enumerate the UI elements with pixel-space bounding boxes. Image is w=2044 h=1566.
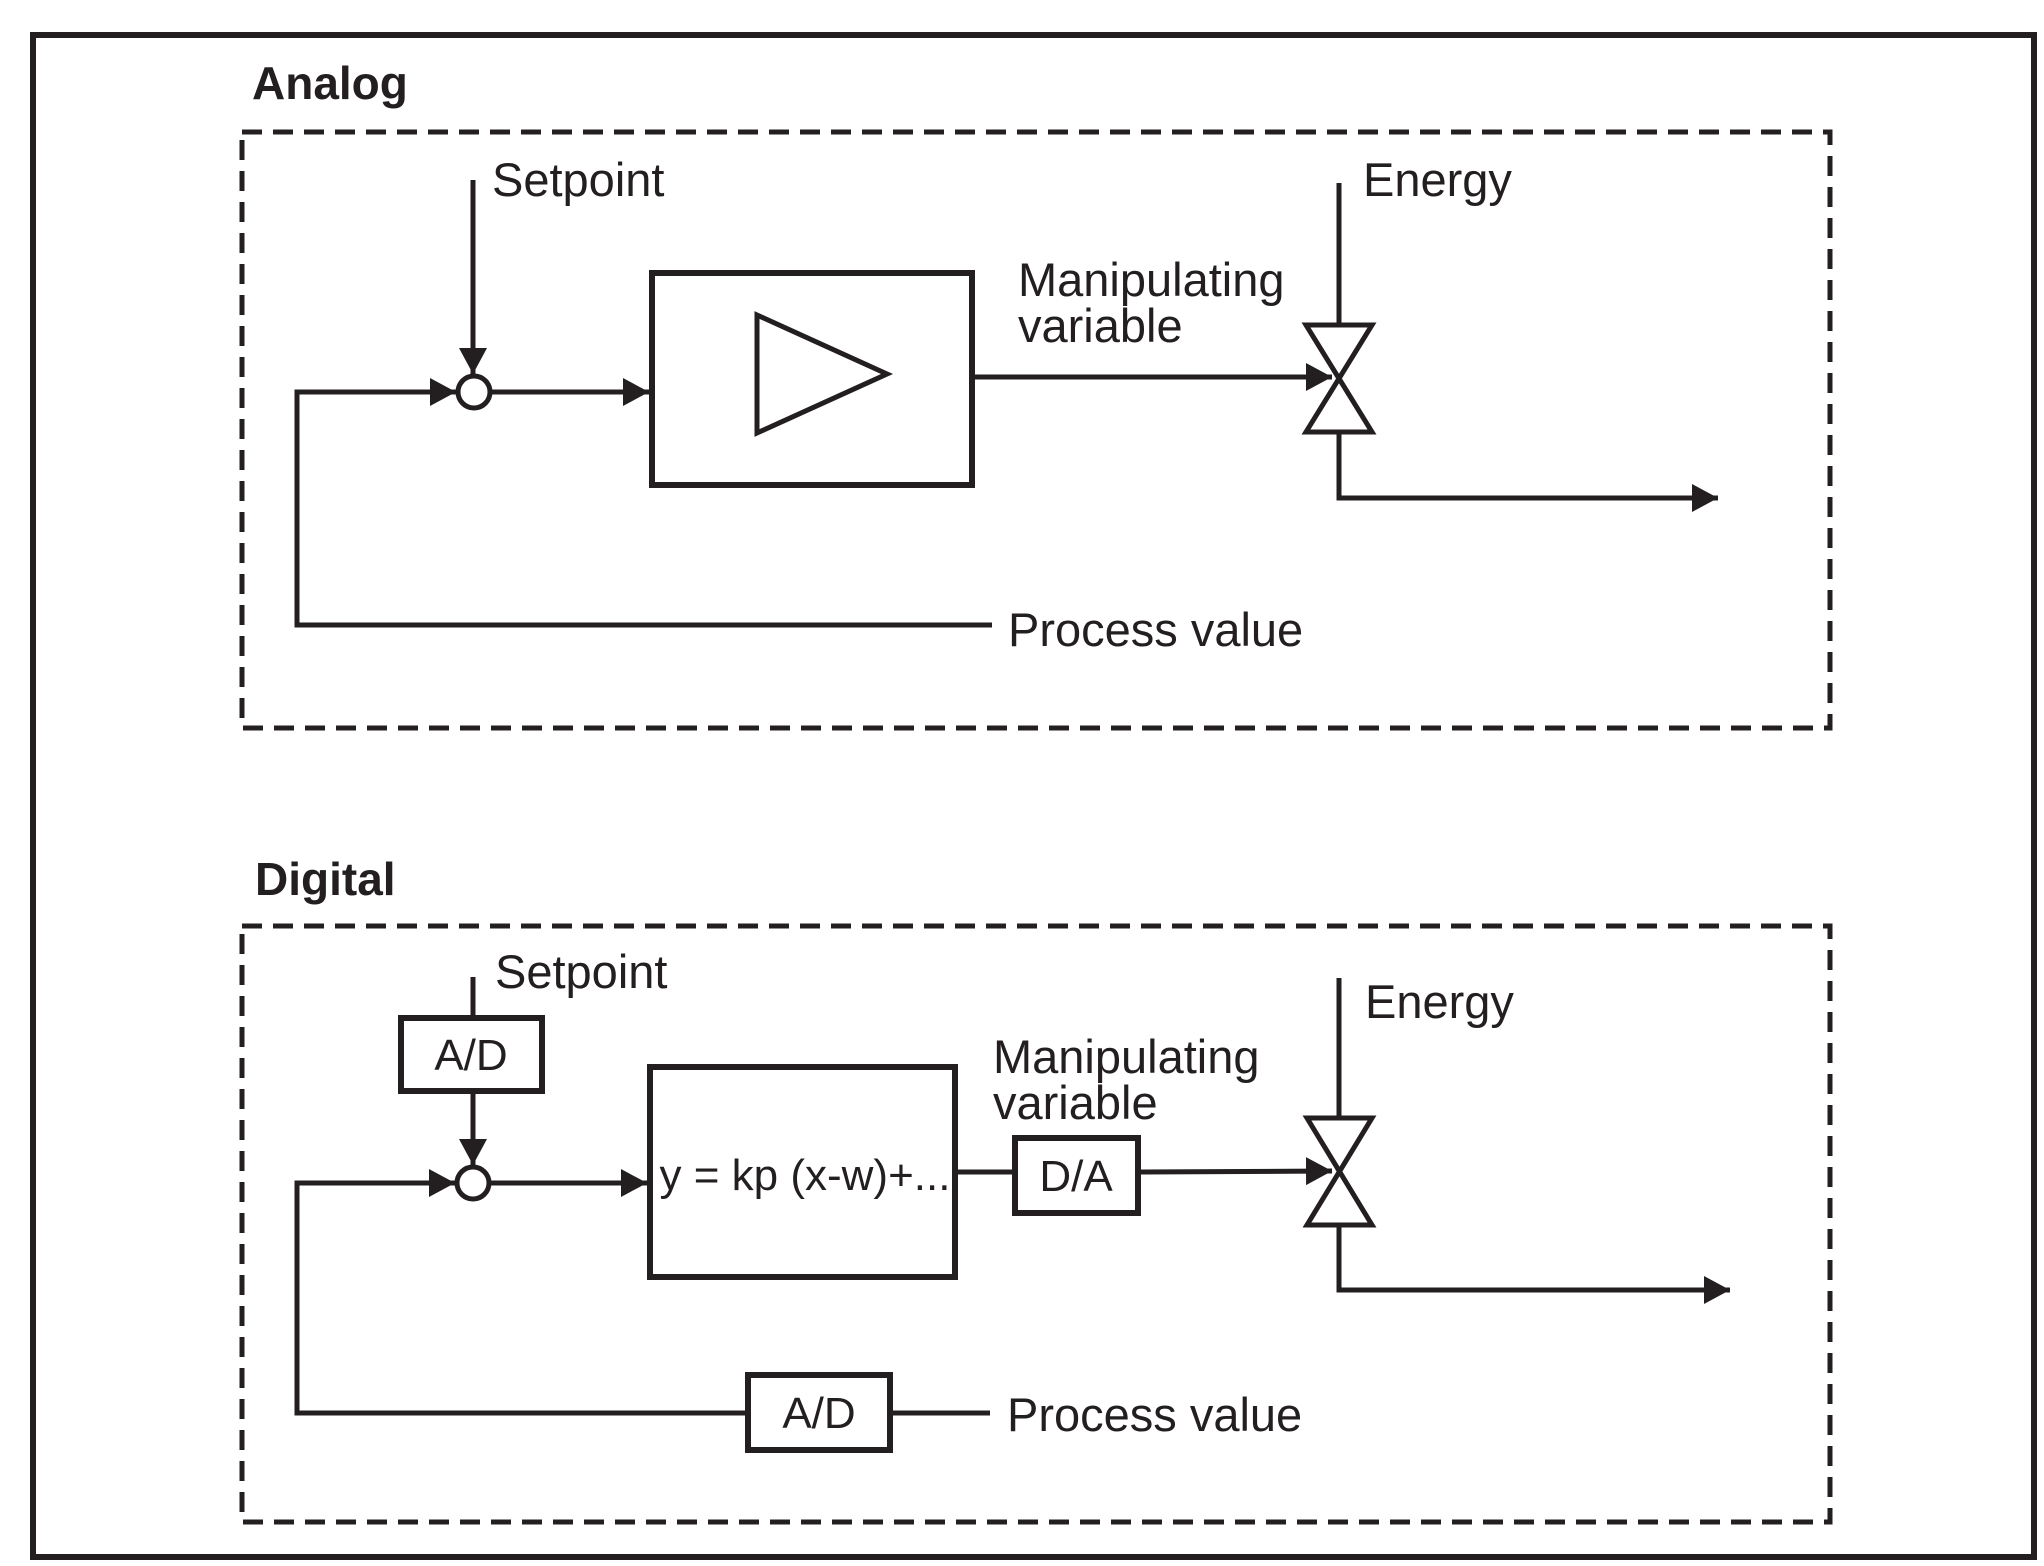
analog-process-value-label: Process value <box>1008 603 1303 656</box>
digital-diagram: Digital Setpoint A/D A/D Process value y… <box>239 853 1833 1525</box>
digital-title: Digital <box>255 853 396 905</box>
digital-boundary-box <box>239 923 1833 1525</box>
amplifier-triangle-icon <box>754 311 894 437</box>
digital-feedback-line <box>294 1169 990 1416</box>
analog-diagram: Analog Setpoint Process value Manipulati… <box>239 57 1833 731</box>
analog-boundary-box <box>239 129 1833 731</box>
analog-setpoint-label: Setpoint <box>492 153 664 206</box>
analog-output-arrow <box>1336 432 1718 512</box>
da-converter-box <box>1012 1135 1141 1216</box>
ad-converter-top-box <box>398 1015 545 1094</box>
ad-converter-feedback-box <box>745 1372 893 1453</box>
analog-feedback-line <box>294 378 992 628</box>
digital-manipulating-variable-arrow <box>1137 1157 1333 1186</box>
controller-formula-label: y = kp (x-w)+... <box>660 1151 951 1200</box>
analog-valve-icon <box>1301 322 1377 435</box>
digital-manipulating-variable-label: Manipulating variable <box>993 1030 1273 1129</box>
digital-output-arrow <box>1336 1225 1730 1304</box>
ad-converter-feedback-label: A/D <box>782 1389 855 1438</box>
digital-energy-label: Energy <box>1365 975 1514 1028</box>
digital-process-value-label: Process value <box>1007 1388 1302 1441</box>
digital-valve-icon <box>1302 1115 1377 1228</box>
digital-setpoint-label: Setpoint <box>495 945 667 998</box>
analog-manipulating-variable-label: Manipulating variable <box>1018 253 1298 352</box>
analog-title: Analog <box>252 57 408 109</box>
outer-frame <box>30 32 2037 1560</box>
da-converter-label: D/A <box>1039 1152 1113 1201</box>
analog-summing-junction-icon <box>455 373 493 411</box>
ad-converter-top-label: A/D <box>434 1031 507 1080</box>
digital-summing-junction-icon <box>454 1164 492 1202</box>
analog-energy-label: Energy <box>1363 153 1512 206</box>
